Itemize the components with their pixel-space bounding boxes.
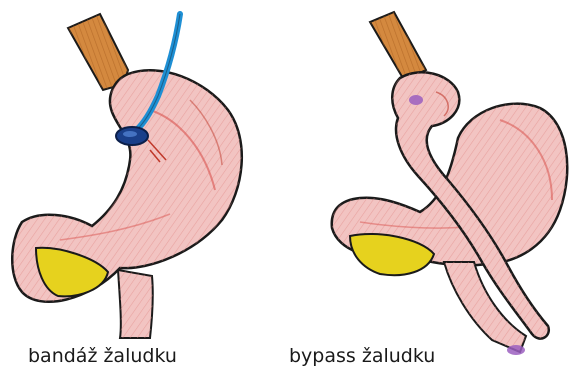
esophagus-right (370, 12, 426, 80)
caption-gastric-bypass: bypass žaludku (289, 347, 435, 366)
duodenum-left (118, 270, 153, 338)
anastomosis-marker-bottom (507, 345, 525, 355)
gastric-bypass-illustration (332, 12, 568, 355)
caption-gastric-band: bandáž žaludku (28, 347, 177, 366)
gastric-band-illustration (12, 14, 242, 338)
anastomosis-marker-top (409, 95, 423, 105)
